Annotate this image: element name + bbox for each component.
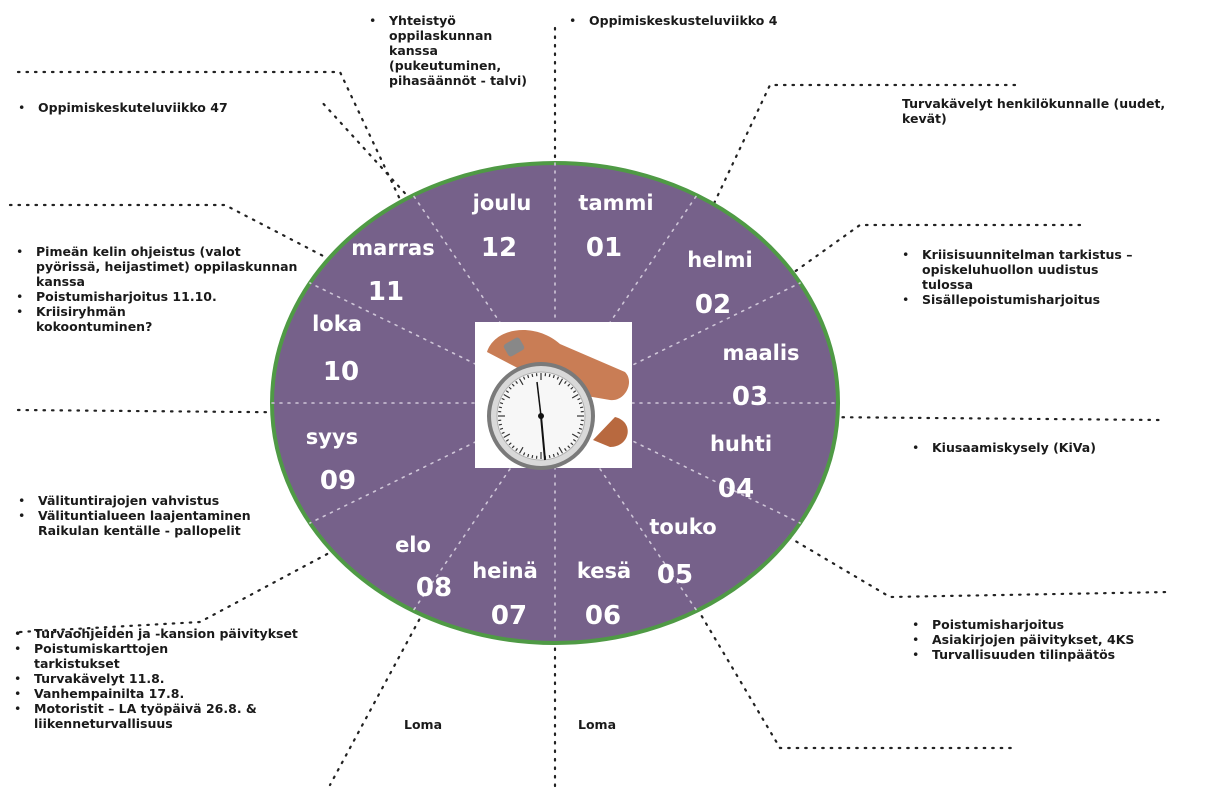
connector-jun	[613, 468, 1017, 750]
note-item: Oppimiskeskuteluviikko 47	[14, 100, 314, 115]
dial-ticks	[498, 373, 584, 459]
month-name-04: huhti	[710, 432, 772, 456]
note-loma-right: Loma	[578, 717, 617, 732]
month-name-06: kesä	[577, 559, 631, 583]
month-name-01: tammi	[578, 191, 653, 215]
note-item: Asiakirjojen päivitykset, 4KS	[908, 632, 1208, 647]
note-item: Sisällepoistumisharjoitus	[898, 292, 1178, 307]
month-name-03: maalis	[722, 341, 799, 365]
note-center-right: Kiusaamiskysely (KiVa)	[908, 440, 1188, 455]
note-mid-left: Pimeän kelin ohjeistus (valot pyörissä, …	[12, 244, 304, 334]
note-lower-left: Välituntirajojen vahvistus Välituntialue…	[14, 493, 304, 538]
month-name-07: heinä	[472, 559, 538, 583]
note-loma-left: Loma	[404, 717, 443, 732]
note-item: Kiusaamiskysely (KiVa)	[908, 440, 1188, 455]
note-item: Yhteistyö oppilaskunnan kanssa (pukeutum…	[365, 13, 539, 88]
month-name-08: elo	[395, 533, 431, 557]
month-name-12: joulu	[472, 191, 532, 215]
note-item: Oppimiskeskusteluviikko 4	[565, 13, 845, 28]
note-item: Turvaohjeiden ja -kansion päivitykset	[10, 626, 300, 641]
month-number-10: 10	[323, 357, 359, 387]
month-number-07: 07	[491, 601, 527, 631]
month-number-01: 01	[586, 233, 622, 263]
note-top-right: Turvakävelyt henkilökunnalle (uudet, kev…	[898, 96, 1198, 126]
note-mid-right: Kriisisuunnitelman tarkistus – opiskeluh…	[898, 247, 1178, 307]
note-item: Turvakävelyt henkilökunnalle (uudet, kev…	[902, 96, 1166, 126]
stopwatch-hand	[540, 415, 546, 461]
note-item: Motoristit – LA työpäivä 26.8. & liikenn…	[10, 701, 284, 731]
month-number-06: 06	[585, 601, 621, 631]
note-item: Turvallisuuden tilinpäätös	[908, 647, 1208, 662]
note-item: Poistumisharjoitus	[908, 617, 1208, 632]
month-number-03: 03	[732, 382, 768, 412]
note-item: Pimeän kelin ohjeistus (valot pyörissä, …	[12, 244, 304, 289]
stopwatch-image	[475, 322, 632, 470]
month-name-09: syys	[306, 425, 358, 449]
note-top-center-right: Oppimiskeskusteluviikko 4	[565, 13, 845, 28]
note-top-left: Oppimiskeskuteluviikko 47	[14, 100, 314, 115]
note-item: Välituntirajojen vahvistus	[14, 493, 304, 508]
month-name-02: helmi	[687, 248, 752, 272]
month-number-08: 08	[416, 573, 452, 603]
month-number-09: 09	[320, 466, 356, 496]
month-number-04: 04	[718, 474, 754, 504]
note-item: Poistumisharjoitus 11.10.	[12, 289, 304, 304]
note-top-center-left: Yhteistyö oppilaskunnan kanssa (pukeutum…	[365, 13, 545, 88]
note-list: Yhteistyö oppilaskunnan kanssa (pukeutum…	[365, 13, 545, 88]
month-number-12: 12	[481, 233, 517, 263]
note-item: Kriisisuunnitelman tarkistus – opiskeluh…	[898, 247, 1142, 292]
note-item: Vanhempainilta 17.8.	[10, 686, 300, 701]
stopwatch-crown	[503, 337, 525, 357]
note-item: Välituntialueen laajentaminen Raikulan k…	[14, 508, 304, 538]
note-bottom-left: Turvaohjeiden ja -kansion päivitykset Po…	[10, 626, 300, 731]
month-number-11: 11	[368, 277, 404, 307]
month-number-05: 05	[657, 560, 693, 590]
note-lower-right: Poistumisharjoitus Asiakirjojen päivityk…	[908, 617, 1208, 662]
note-item: Turvakävelyt 11.8.	[10, 671, 300, 686]
month-name-05: touko	[649, 515, 716, 539]
month-name-10: loka	[312, 312, 362, 336]
month-name-11: marras	[351, 236, 434, 260]
note-item: Kriisiryhmän kokoontuminen?	[12, 304, 166, 334]
note-item: Poistumiskarttojen tarkistukset	[10, 641, 214, 671]
month-number-02: 02	[695, 290, 731, 320]
